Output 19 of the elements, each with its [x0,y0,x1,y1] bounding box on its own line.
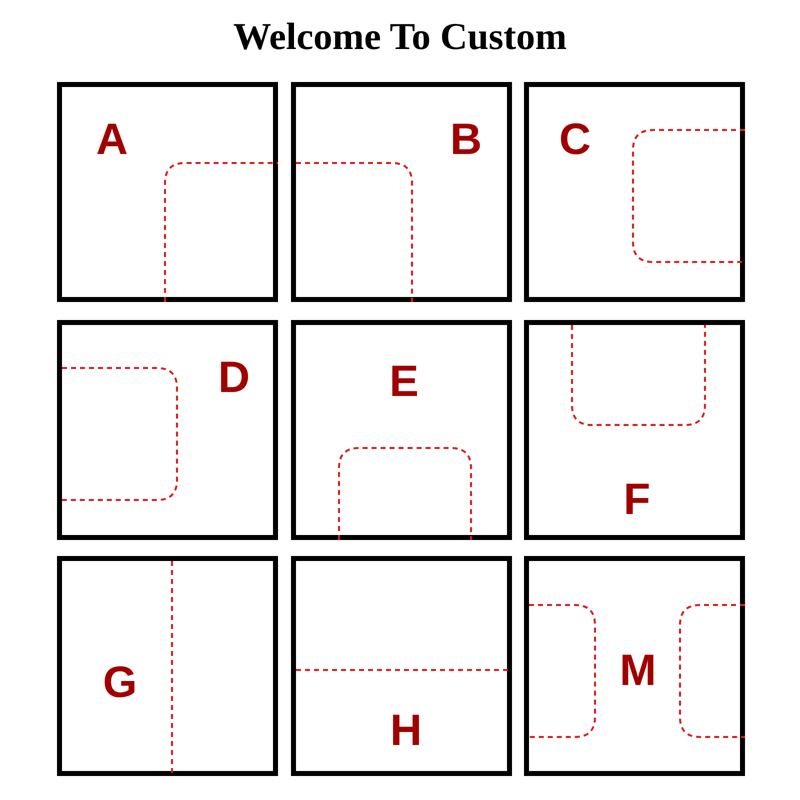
panel-letter: F [624,478,650,522]
page-title: Welcome To Custom [232,15,568,60]
square-panel [57,82,278,302]
square-panel [524,556,745,776]
square-panel [291,320,512,540]
square-panel [524,320,745,540]
square-panel [291,556,512,776]
panel-letter: E [389,360,419,404]
panel-letter: M [620,649,656,693]
square-panel [57,556,278,776]
panel-letter: A [96,118,128,162]
square-panel [291,82,512,302]
panel-letter: D [218,356,250,400]
square-panel [57,320,278,540]
square-panel [524,82,745,302]
panel-letter: G [102,661,138,705]
panel-letter: C [559,118,591,162]
panel-letter: B [450,118,482,162]
panel-letter: H [390,709,422,753]
